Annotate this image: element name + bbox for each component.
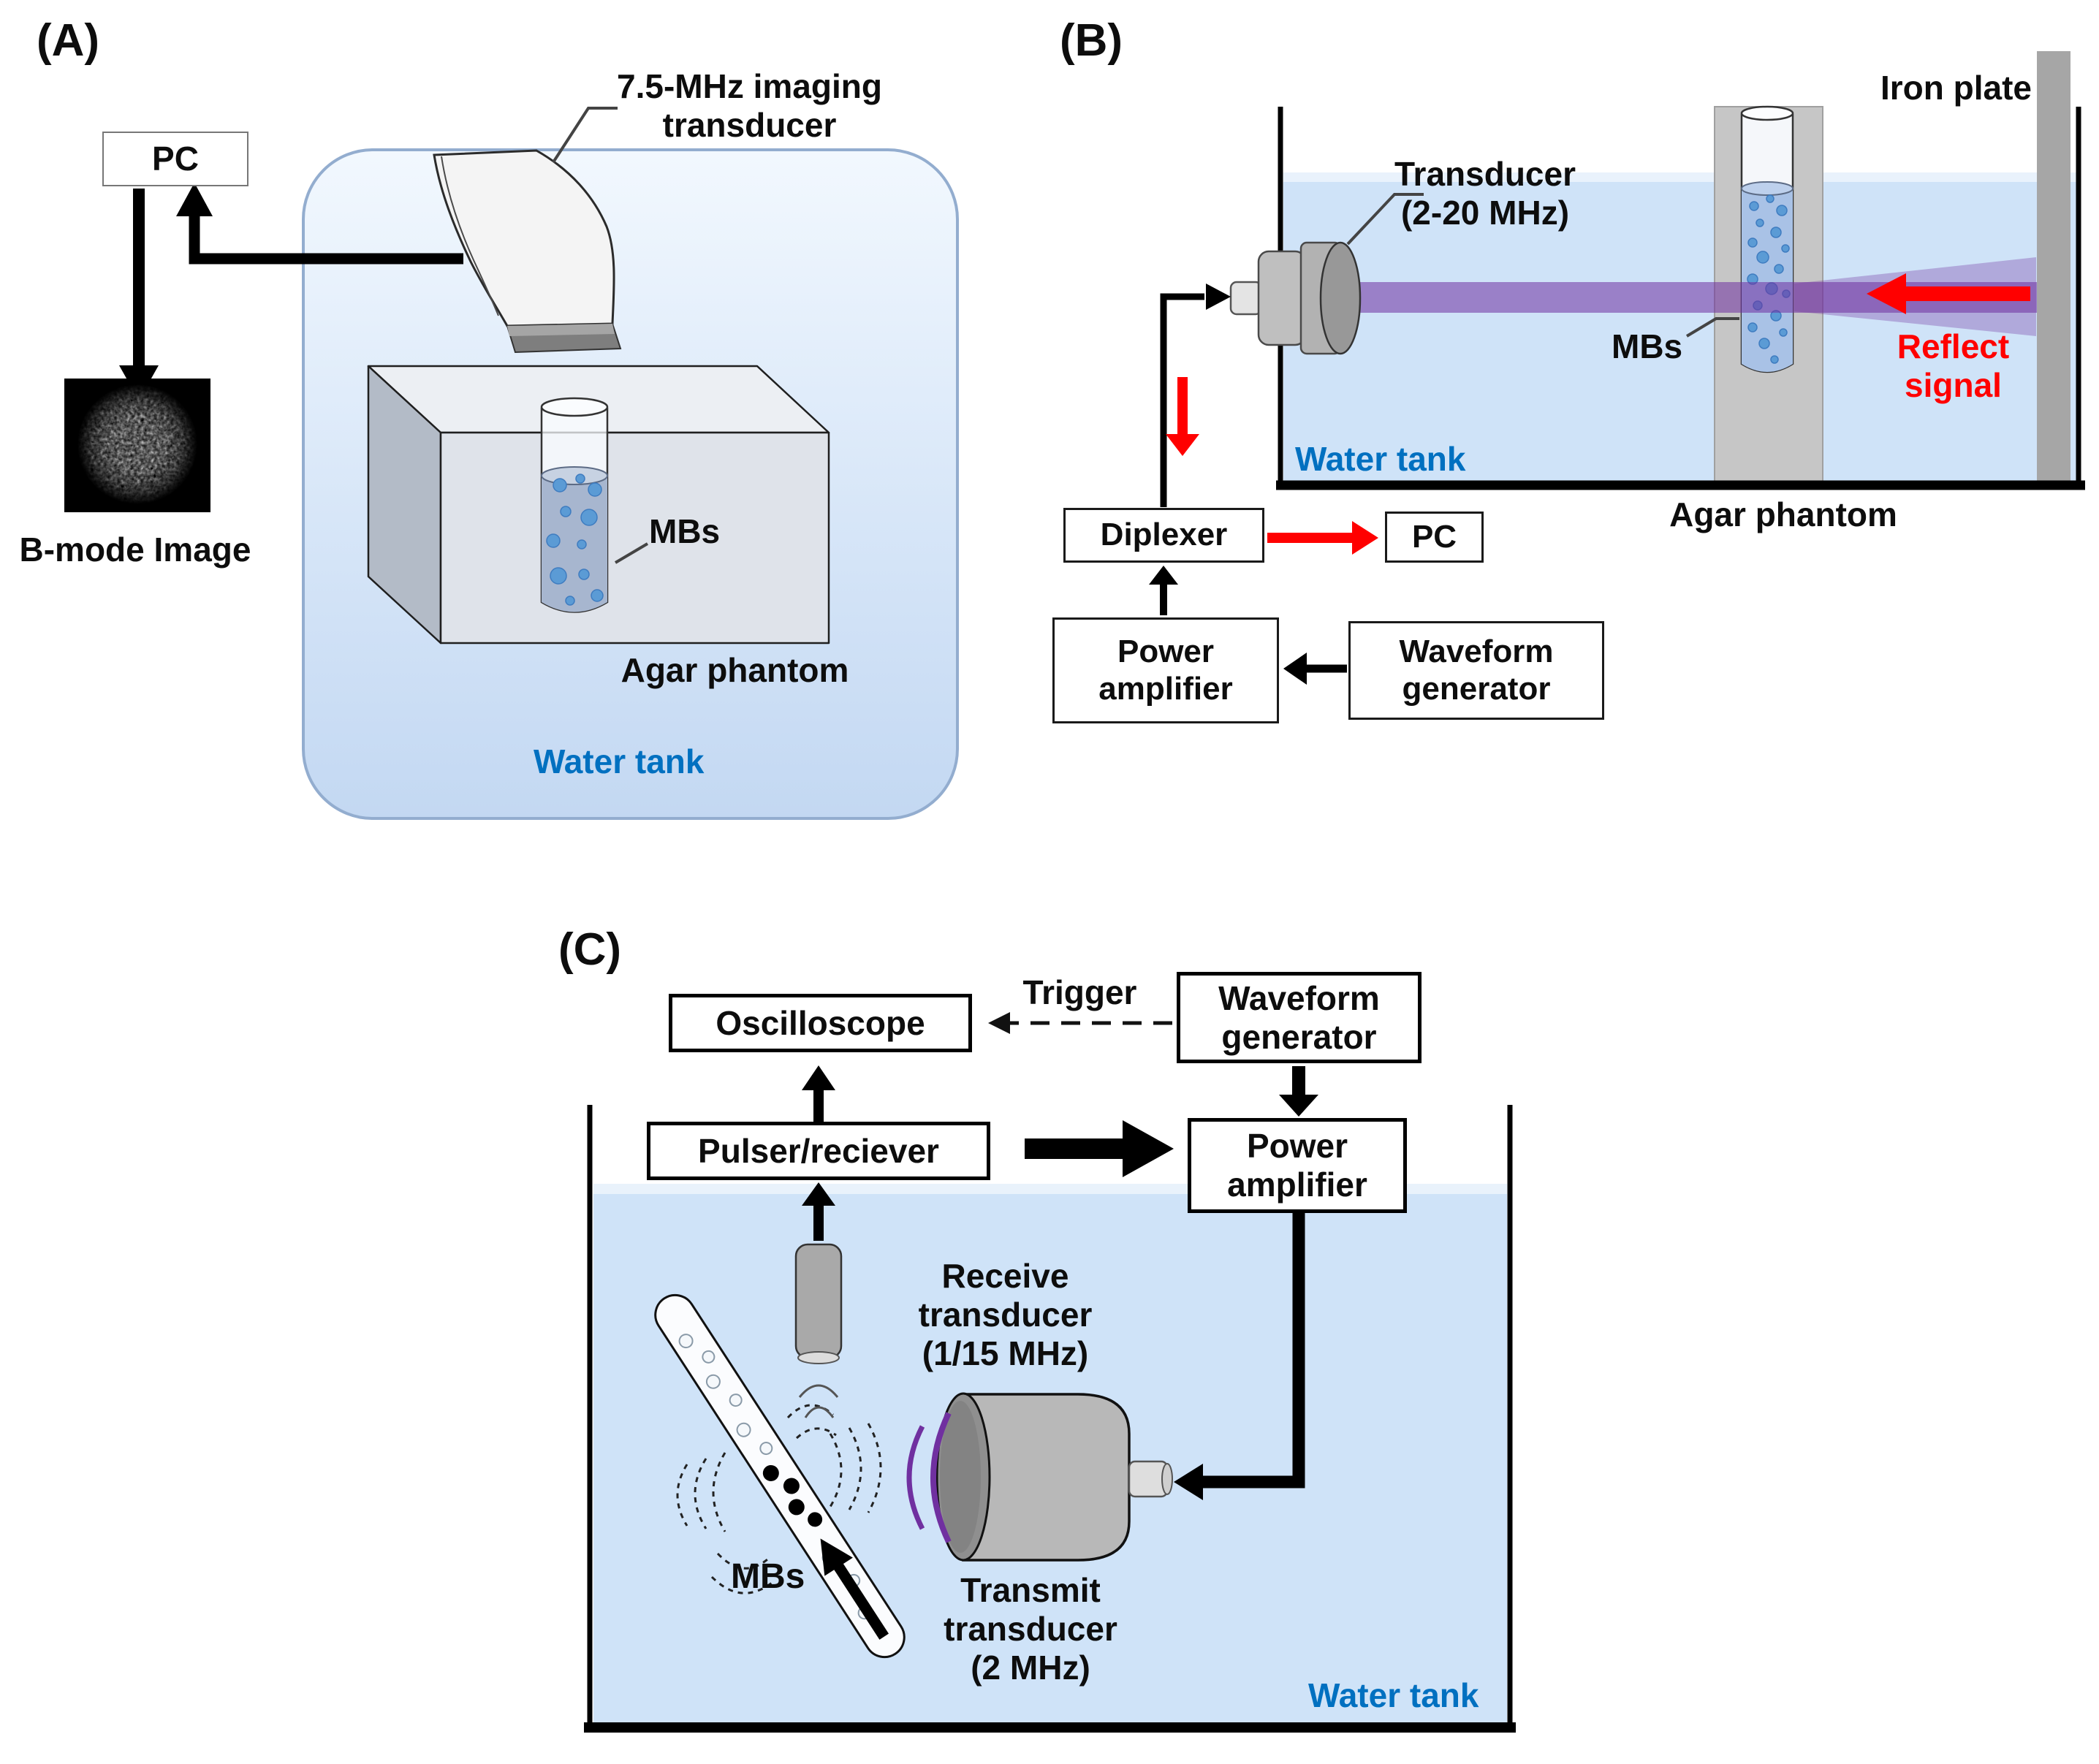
waveform-label-c-1: Waveform [1218,978,1380,1017]
waveform-label-b-2: generator [1402,670,1551,707]
leader-transducer-b [1346,193,1424,246]
mb-tube-a [540,397,609,613]
transmit-label-3: (2 MHz) [971,1648,1090,1687]
arrow-pulser-to-oscilloscope [802,1065,835,1090]
iron-plate-label: Iron plate [1880,69,2032,107]
diplexer-label: Diplexer [1100,517,1228,553]
arrow-diplexer-to-transducer [1206,284,1231,310]
reflect-signal-label: Reflect signal [1882,327,2024,405]
vibration-marks [676,1404,882,1594]
arrow-poweramp-to-transmit [1174,1464,1203,1500]
pc-box-b: PC [1385,512,1484,563]
transmit-transducer-label: Transmit transducer (2 MHz) [914,1571,1147,1687]
reflect-label-2: signal [1905,365,2002,404]
leader-transducer-a [552,107,618,164]
mb-tube-c [654,1293,906,1659]
receive-label-1: Receive transducer [918,1257,1093,1334]
mbs-label-a: MBs [649,512,721,550]
waveform-generator-box-b: Waveform generator [1348,621,1604,720]
agar-phantom-a [367,365,830,645]
power-amplifier-box-b: Power amplifier [1052,617,1279,723]
microbubbles-c [762,1464,823,1527]
panel-c-tag: (C) [558,924,622,975]
microbubbles-b [1747,194,1791,364]
arrow-to-pc [176,183,213,216]
arrow-waveform-to-poweramp [1283,653,1307,685]
imaging-transducer-label-2: transducer [662,105,837,144]
water-b [1283,172,2076,485]
water-tank-label-b: Water tank [1295,440,1466,478]
arrow-tube-flow [820,1538,853,1576]
emission-arcs [906,1412,952,1543]
receive-label-2: (1/15 MHz) [922,1334,1089,1372]
water-tank-label-c: Water tank [1308,1676,1479,1714]
arrow-pulser-to-poweramp [1123,1120,1174,1177]
arrow-poweramp-to-diplexer [1149,566,1178,585]
leader-mbs-a [614,542,649,564]
reflect-label-1: Reflect [1897,327,2010,365]
receive-transducer [794,1243,843,1418]
imaging-transducer-label-1: 7.5-MHz imaging [617,67,882,105]
arrow-signal-down-red [1166,434,1199,456]
mbs-label-b: MBs [1612,327,1683,365]
power-label-b-1: Power [1117,633,1215,669]
power-label-c-1: Power [1246,1127,1348,1166]
agar-label-b: Agar phantom [1669,495,1897,533]
iron-plate [2037,51,2070,482]
oscilloscope-label: Oscilloscope [716,1003,925,1042]
oscilloscope-box: Oscilloscope [669,994,972,1052]
transducer-b [1229,241,1362,355]
panel-b-tag: (B) [1060,15,1123,66]
imaging-transducer-a [433,149,622,354]
tank-walls-c [584,1105,1516,1733]
panel-b-graphics [1149,51,2085,685]
transmit-label-2: transducer [944,1609,1117,1648]
arrow-diplexer-to-pc [1352,521,1378,555]
arrow-trigger [988,1012,1010,1034]
panel-a-tag: (A) [37,15,100,66]
receive-transducer-label: Receive transducer (1/15 MHz) [854,1257,1157,1373]
transducer-label-b: Transducer (2-20 MHz) [1390,155,1580,232]
transducer-label-b-2: (2-20 MHz) [1400,193,1570,232]
pulser-receiver-box: Pulser/reciever [647,1122,990,1180]
diplexer-box: Diplexer [1063,508,1264,563]
mbs-label-c: MBs [731,1557,805,1596]
water-tank-label-a: Water tank [534,742,705,780]
agar-label-a: Agar phantom [620,651,849,689]
transmit-label-1: Transmit [960,1571,1101,1609]
pc-box-a: PC [102,132,248,186]
power-amplifier-box-c: Power amplifier [1188,1118,1407,1213]
microbubbles-a [546,474,604,606]
b-mode-image [64,379,210,512]
mb-tube-b [1740,105,1794,373]
leader-mbs-b [1685,317,1739,338]
trigger-label: Trigger [1022,973,1137,1011]
arrow-receive-to-pulser [802,1182,835,1206]
panel-a-graphics [119,107,959,820]
pulser-receiver-label: Pulser/reciever [698,1131,939,1170]
panel-c-graphics [584,1012,1516,1733]
power-label-b-2: amplifier [1098,670,1233,707]
waveform-generator-box-c: Waveform generator [1177,972,1422,1063]
arrow-waveform-to-poweramp-c [1279,1095,1318,1117]
transducer-label-b-1: Transducer [1394,155,1576,193]
imaging-transducer-label: 7.5-MHz imaging transducer [605,67,894,145]
arrow-reflect-signal [1867,273,1906,314]
power-label-c-2: amplifier [1227,1166,1367,1204]
pc-label-a: PC [152,140,199,178]
pc-label-b: PC [1411,518,1457,555]
transmit-transducer [935,1392,1173,1562]
waveform-label-b-1: Waveform [1399,633,1554,669]
waveform-label-c-2: generator [1221,1017,1377,1056]
bmode-caption: B-mode Image [19,531,251,569]
